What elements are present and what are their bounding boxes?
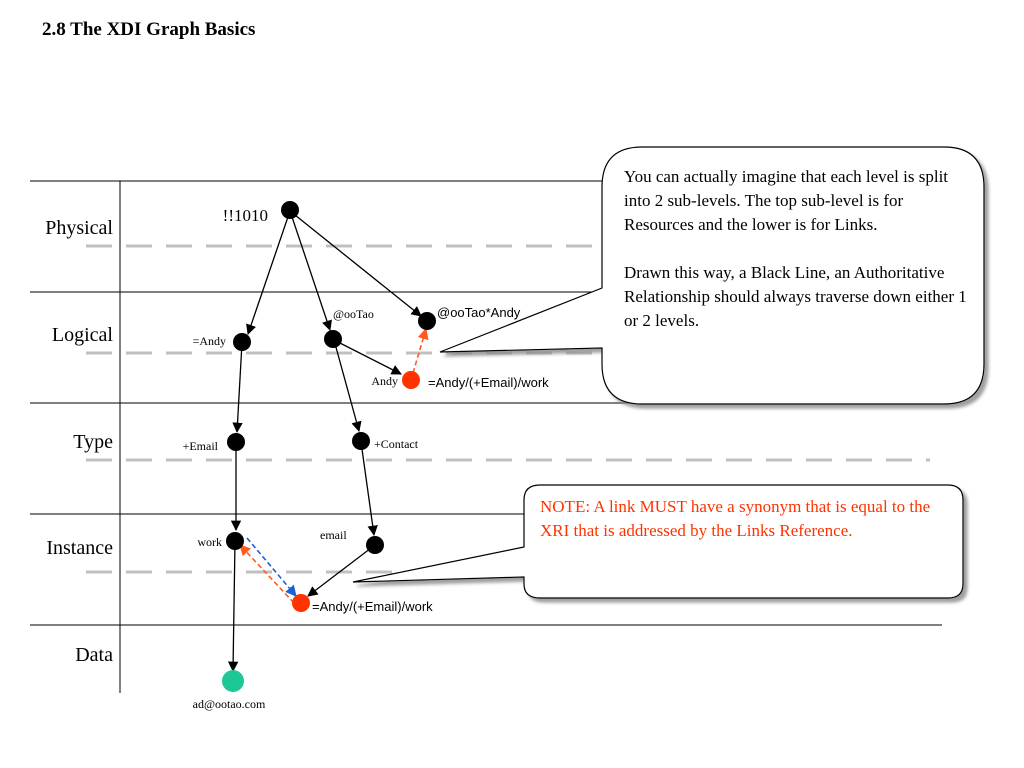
level-labels: Physical Logical Type Instance Data [45, 217, 113, 666]
levels-callout-bubble [439, 146, 985, 405]
edge-contact-type-to-email [360, 441, 378, 537]
edge-root-to-ootao [289, 210, 332, 331]
levels-callout-text: You can actually imagine that each level… [624, 165, 969, 333]
node-label-ootao-andy: @ooTao*Andy [437, 305, 521, 320]
node-label-data: ad@ootao.com [193, 697, 266, 711]
node-label-ootao: @ooTao [333, 307, 374, 321]
level-label-data: Data [75, 644, 113, 666]
node-label-email-type: +Email [183, 439, 219, 453]
node-contact-type [352, 432, 370, 450]
node-andy [233, 333, 251, 351]
edge-andy-to-email-type [232, 342, 243, 434]
link-arrow-work-to-work-link-blue [246, 537, 297, 597]
level-label-type: Type [73, 431, 113, 453]
note-callout-text: NOTE: A link MUST have a synonym that is… [540, 495, 945, 543]
node-label-email-instance: email [320, 528, 347, 542]
authoritative-edges [227, 210, 422, 673]
note-callout-bubble [352, 484, 964, 599]
node-label-contact-type: +Contact [374, 437, 419, 451]
link-edges [239, 327, 429, 604]
edge-work-to-data [227, 540, 239, 673]
edge-root-to-ootao-andy [289, 210, 422, 317]
level-label-physical: Physical [45, 217, 113, 239]
note-callout [352, 484, 964, 599]
level-label-logical: Logical [52, 324, 114, 346]
note-callout-para: NOTE: A link MUST have a synonym that is… [540, 497, 931, 540]
link-arrow-work-link-to-work-orange [239, 544, 295, 604]
node-work [226, 532, 244, 550]
node-label-andy-link-left: Andy [371, 374, 398, 388]
node-data [222, 670, 244, 692]
node-labels: !!1010 @ooTao @ooTao*Andy =Andy Andy =An… [183, 206, 550, 711]
node-work-link [292, 594, 310, 612]
node-andy-link [402, 371, 420, 389]
node-label-work-link: =Andy/(+Email)/work [312, 599, 433, 614]
edge-root-to-andy [246, 210, 291, 335]
node-root [281, 201, 299, 219]
link-arrow-andy-to-ootao-andy [412, 327, 429, 374]
node-label-andy: =Andy [193, 334, 226, 348]
edge-email-to-work-link [307, 544, 376, 597]
level-label-instance: Instance [46, 537, 113, 559]
node-email-type [227, 433, 245, 451]
levels-callout-para-2: Drawn this way, a Black Line, an Authori… [624, 263, 967, 330]
page-title: 2.8 The XDI Graph Basics [42, 19, 256, 40]
levels-callout-para-1: You can actually imagine that each level… [624, 167, 949, 234]
node-label-andy-link-right: =Andy/(+Email)/work [428, 375, 549, 390]
node-email-instance [366, 536, 384, 554]
edge-ootao-to-contact-type [333, 339, 362, 433]
node-label-work: work [197, 535, 222, 549]
edge-ootao-to-andy-link [333, 339, 402, 375]
graph-nodes [222, 201, 436, 692]
node-ootao-andy [418, 312, 436, 330]
node-ootao [324, 330, 342, 348]
node-label-root: !!1010 [223, 206, 268, 225]
levels-callout [439, 146, 985, 405]
